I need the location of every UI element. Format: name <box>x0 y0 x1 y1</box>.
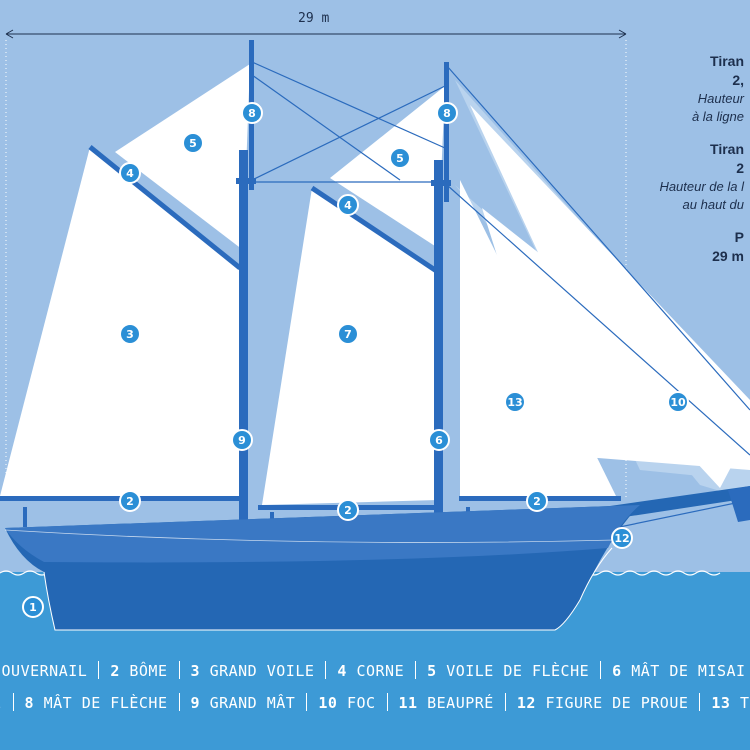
sail-jib-inner <box>500 250 740 488</box>
legend-separator <box>386 693 388 711</box>
fore-topmast <box>444 62 449 202</box>
legend-item: 8 MÂT DE FLÈCHE <box>24 694 168 712</box>
callout-4 <box>119 162 141 184</box>
legend-separator <box>178 661 180 679</box>
mast-band <box>236 178 256 184</box>
callout-1 <box>22 596 44 618</box>
info-value: 29 m <box>712 248 744 264</box>
legend-item: 4 CORNE <box>337 662 405 680</box>
legend-separator <box>699 693 701 711</box>
callout-label: 9 <box>238 434 246 447</box>
callout-label: 2 <box>533 495 541 508</box>
dimension-label: 29 m <box>298 11 330 26</box>
callout-13 <box>504 391 526 413</box>
callout-label: 13 <box>507 396 522 409</box>
callout-label: 3 <box>126 328 134 341</box>
sail-gaff-topsail-fore <box>330 86 445 248</box>
hull-outline <box>43 547 613 631</box>
legend-item: 5 VOILE DE FLÈCHE <box>427 662 590 680</box>
legend-item: 6 MÂT DE MISAI <box>612 662 746 680</box>
callout-label: 4 <box>344 199 352 212</box>
sail-main <box>0 147 240 496</box>
callout-8 <box>436 102 458 124</box>
callout-label: 2 <box>344 504 352 517</box>
callout-4 <box>337 194 359 216</box>
callout-label: 4 <box>126 167 134 180</box>
info-value: 2, <box>732 72 744 88</box>
legend-separator <box>306 693 308 711</box>
callout-label: 2 <box>126 495 134 508</box>
mast-band <box>431 180 451 186</box>
callout-label: 10 <box>670 396 686 409</box>
info-title: P <box>734 229 744 245</box>
callout-6 <box>428 429 450 451</box>
legend-item: E <box>0 694 2 712</box>
callout-label: 5 <box>396 152 404 165</box>
bowsprit <box>596 486 750 520</box>
bowsprit-tip <box>728 486 750 522</box>
info-draft: Tiran 2, Hauteur à la ligne <box>564 52 744 126</box>
info-panel: Tiran 2, Hauteur à la ligne Tiran 2 Haut… <box>564 52 744 280</box>
sail-fore <box>262 188 438 505</box>
legend-item: 10 FOC <box>318 694 376 712</box>
main-mast <box>239 150 248 542</box>
rigging <box>251 61 750 531</box>
info-desc: Hauteur <box>697 91 744 106</box>
callout-2 <box>337 499 359 521</box>
legend-item: 11 BEAUPRÉ <box>398 694 494 712</box>
legend-item: 9 GRAND MÂT <box>190 694 296 712</box>
callout-10 <box>667 391 689 413</box>
legend-row-1: SOUVERNAIL 2 BÔME 3 GRAND VOILE 4 CORNE 5 VO… <box>0 661 746 680</box>
callout-label: 8 <box>248 107 256 120</box>
callout-5 <box>182 132 204 154</box>
legend-item: 3 GRAND VOILE <box>190 662 315 680</box>
sail-jib-outer <box>470 105 750 440</box>
dimension-arrow-right <box>618 29 627 39</box>
legend-separator <box>178 693 180 711</box>
info-desc: à la ligne <box>691 109 744 124</box>
callout-label: 5 <box>189 137 197 150</box>
gaff-fore <box>310 185 440 275</box>
info-length: P 29 m <box>564 228 744 266</box>
legend-separator <box>98 661 100 679</box>
callout-label: 8 <box>443 107 451 120</box>
callout-label: 7 <box>344 328 352 341</box>
info-desc: Hauteur de la l <box>659 179 744 194</box>
callout-2 <box>119 490 141 512</box>
legend-separator <box>415 661 417 679</box>
callout-label: 12 <box>614 532 629 545</box>
callout-2 <box>526 490 548 512</box>
callout-7 <box>337 323 359 345</box>
sail-gaff-topsail-aft <box>115 64 250 250</box>
legend-item: 13 T <box>711 694 750 712</box>
legend-separator <box>504 693 506 711</box>
legend-item: 12 FIGURE DE PROUE <box>516 694 689 712</box>
dimension-arrow-left <box>5 29 14 39</box>
info-title: Tiran <box>710 141 744 157</box>
legend-separator <box>600 661 602 679</box>
callout-9 <box>231 429 253 451</box>
callout-label: 6 <box>435 434 443 447</box>
callout-label: 1 <box>29 601 37 614</box>
info-desc: au haut du <box>682 197 744 212</box>
info-value: 2 <box>736 160 744 176</box>
legend-item: SOUVERNAIL <box>0 662 88 680</box>
hull-sheer <box>4 529 616 543</box>
callout-3 <box>119 323 141 345</box>
legend-row-2: E 8 MÂT DE FLÈCHE 9 GRAND MÂT 10 FOC 11 BEAU… <box>0 693 749 712</box>
hull-upper <box>5 505 640 563</box>
info-air-draft: Tiran 2 Hauteur de la l au haut du <box>564 140 744 214</box>
callout-5 <box>389 147 411 169</box>
callout-8 <box>241 102 263 124</box>
legend-separator <box>325 661 327 679</box>
gaff-aft <box>88 145 242 270</box>
legend-separator <box>12 693 14 711</box>
legend-item: 2 BÔME <box>110 662 168 680</box>
callout-12 <box>611 527 633 549</box>
info-title: Tiran <box>710 53 744 69</box>
fore-mast <box>434 160 443 542</box>
